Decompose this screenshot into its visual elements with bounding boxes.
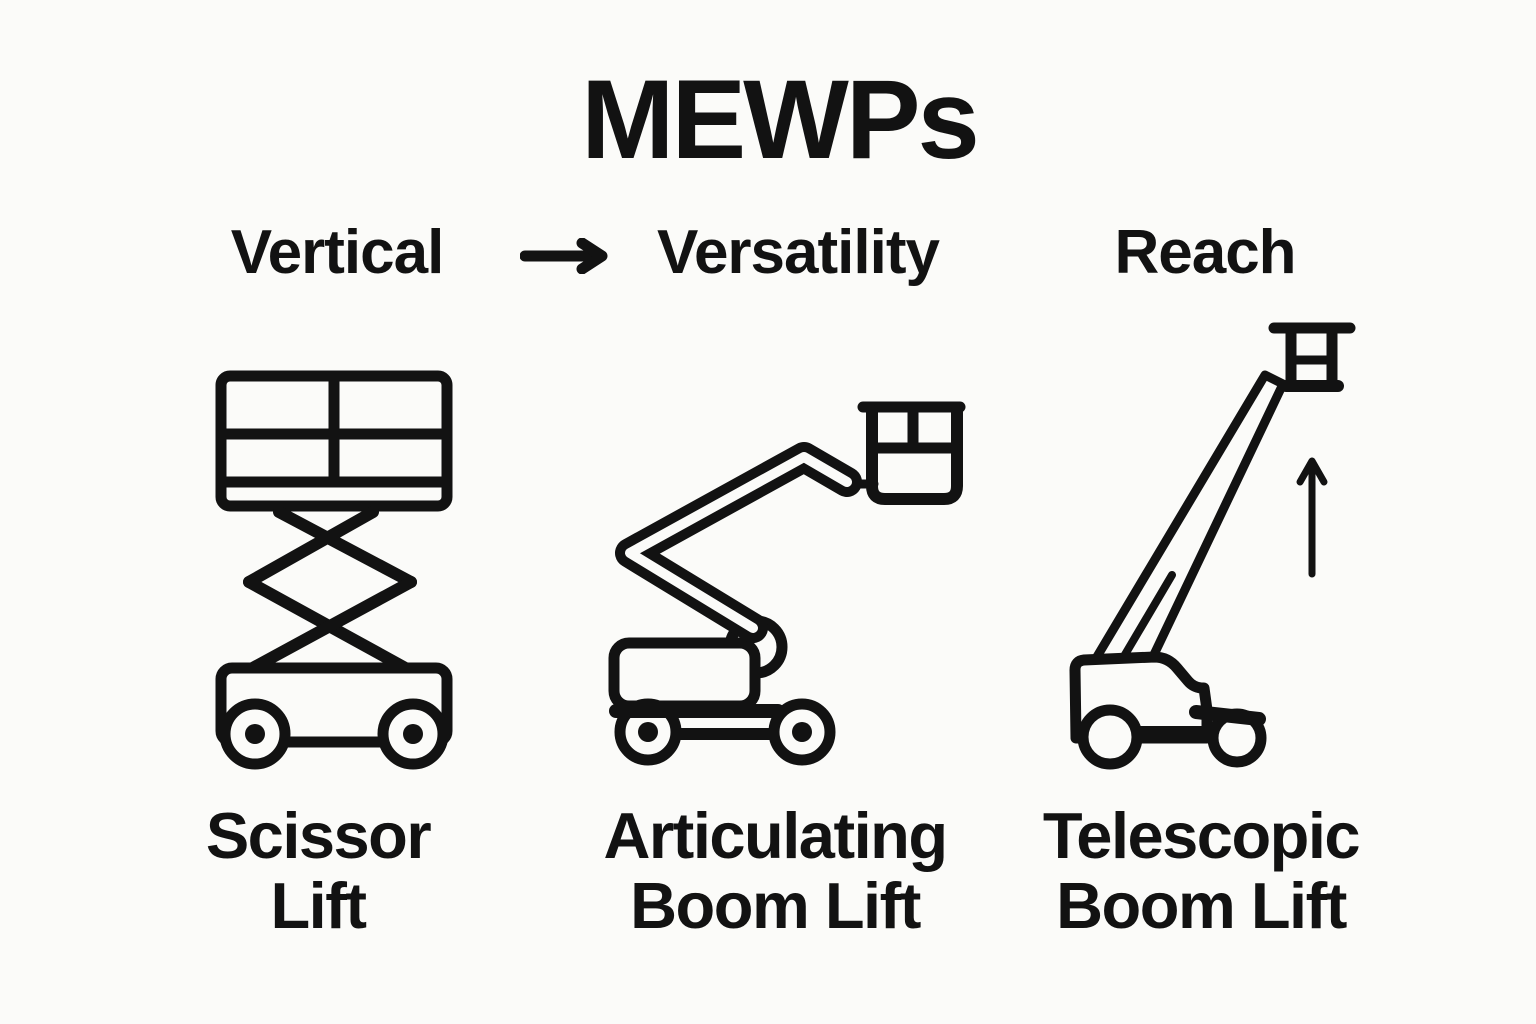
telescopic-boom (1087, 370, 1288, 670)
scissor-arms (243, 506, 417, 676)
machine-label-telescopic-boom-lift: Telescopic Boom Lift (1042, 799, 1361, 942)
axis-label-versatility: Versatility (657, 218, 940, 287)
machine-label-line: Articulating (603, 799, 948, 872)
machine-label-line: Telescopic (1042, 799, 1361, 872)
machine-label-line: Lift (270, 869, 367, 942)
scissor-base (215, 662, 453, 770)
axis-label-vertical: Vertical (230, 218, 445, 287)
telescopic-boom-lift-icon (1069, 322, 1356, 770)
scissor-lift-icon (215, 370, 453, 770)
articulating-boom-lift-icon (608, 401, 966, 766)
axis-label-reach: Reach (1114, 218, 1296, 287)
telescopic-basket (1268, 322, 1356, 392)
right-arrow-icon (520, 238, 608, 274)
machine-label-line: Boom Lift (630, 869, 921, 942)
telescopic-base (1069, 651, 1267, 770)
articulating-base (608, 615, 836, 766)
machine-label-line: Scissor (205, 799, 432, 872)
up-arrow-icon (1296, 457, 1328, 578)
page-title: MEWPs (581, 57, 980, 182)
machine-label-line: Boom Lift (1056, 869, 1347, 942)
articulating-arm (615, 442, 879, 643)
scissor-platform (215, 370, 453, 512)
articulating-basket (857, 401, 966, 505)
machine-label-articulating-boom-lift: Articulating Boom Lift (603, 799, 948, 942)
machine-label-scissor-lift: Scissor Lift (205, 799, 432, 942)
